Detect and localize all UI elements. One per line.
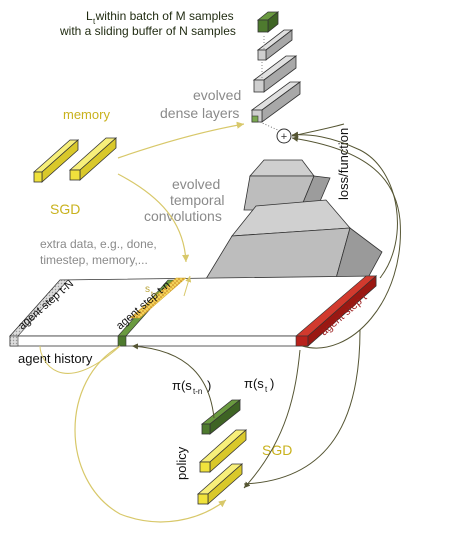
header-line-2: with a sliding buffer of N samples (59, 24, 236, 38)
dense-head-marker (251, 115, 259, 123)
svg-text:π(s: π(s (172, 378, 192, 393)
state-label-subscript: t-n (151, 291, 159, 298)
svg-text:t-n: t-n (193, 387, 202, 396)
plus-icon: + (281, 131, 287, 143)
dense-label-line-1: evolved (193, 87, 241, 103)
dense-layer-stack (250, 11, 302, 123)
agent-step-t-block (295, 275, 377, 347)
state-label: s (145, 284, 150, 295)
policy-output-left: π(s t-n ) (172, 378, 211, 396)
policy-sgd-label: SGD (262, 442, 292, 458)
header-line-1: L within batch of M samples (86, 9, 234, 23)
svg-text:t: t (265, 385, 268, 394)
loss-function-label: loss/function (336, 128, 351, 200)
svg-text:π(s: π(s (244, 376, 264, 391)
header-text: L within batch of M samples t with a sli… (59, 9, 236, 38)
memory-label: memory (63, 107, 110, 122)
memory-blocks (32, 137, 118, 183)
sum-node: + (276, 128, 292, 144)
agent-history-label: agent history (18, 351, 93, 366)
memory-sgd-label: SGD (50, 201, 80, 217)
svg-text:): ) (207, 378, 211, 393)
flow-arrows (39, 121, 401, 523)
svg-text:): ) (270, 376, 274, 391)
policy-output-right: π(s t ) (244, 376, 274, 394)
temporal-label-line-3: convolutions (144, 208, 222, 224)
policy-label: policy (174, 446, 189, 480)
dense-block-output (256, 11, 280, 33)
dense-block-1 (256, 29, 294, 61)
agent-step-tN-block (9, 279, 69, 347)
temporal-label-line-2: temporal (170, 192, 224, 208)
extra-data-line-2: timestep, memory,... (40, 253, 148, 267)
dense-block-2 (252, 55, 298, 93)
extra-data-line-1: extra data, e.g., done, (40, 237, 157, 251)
temporal-label-line-1: evolved (172, 176, 220, 192)
policy-blocks (196, 399, 248, 505)
dense-label-line-2: dense layers (160, 105, 239, 121)
header-line-1-subscript: t (93, 17, 96, 26)
